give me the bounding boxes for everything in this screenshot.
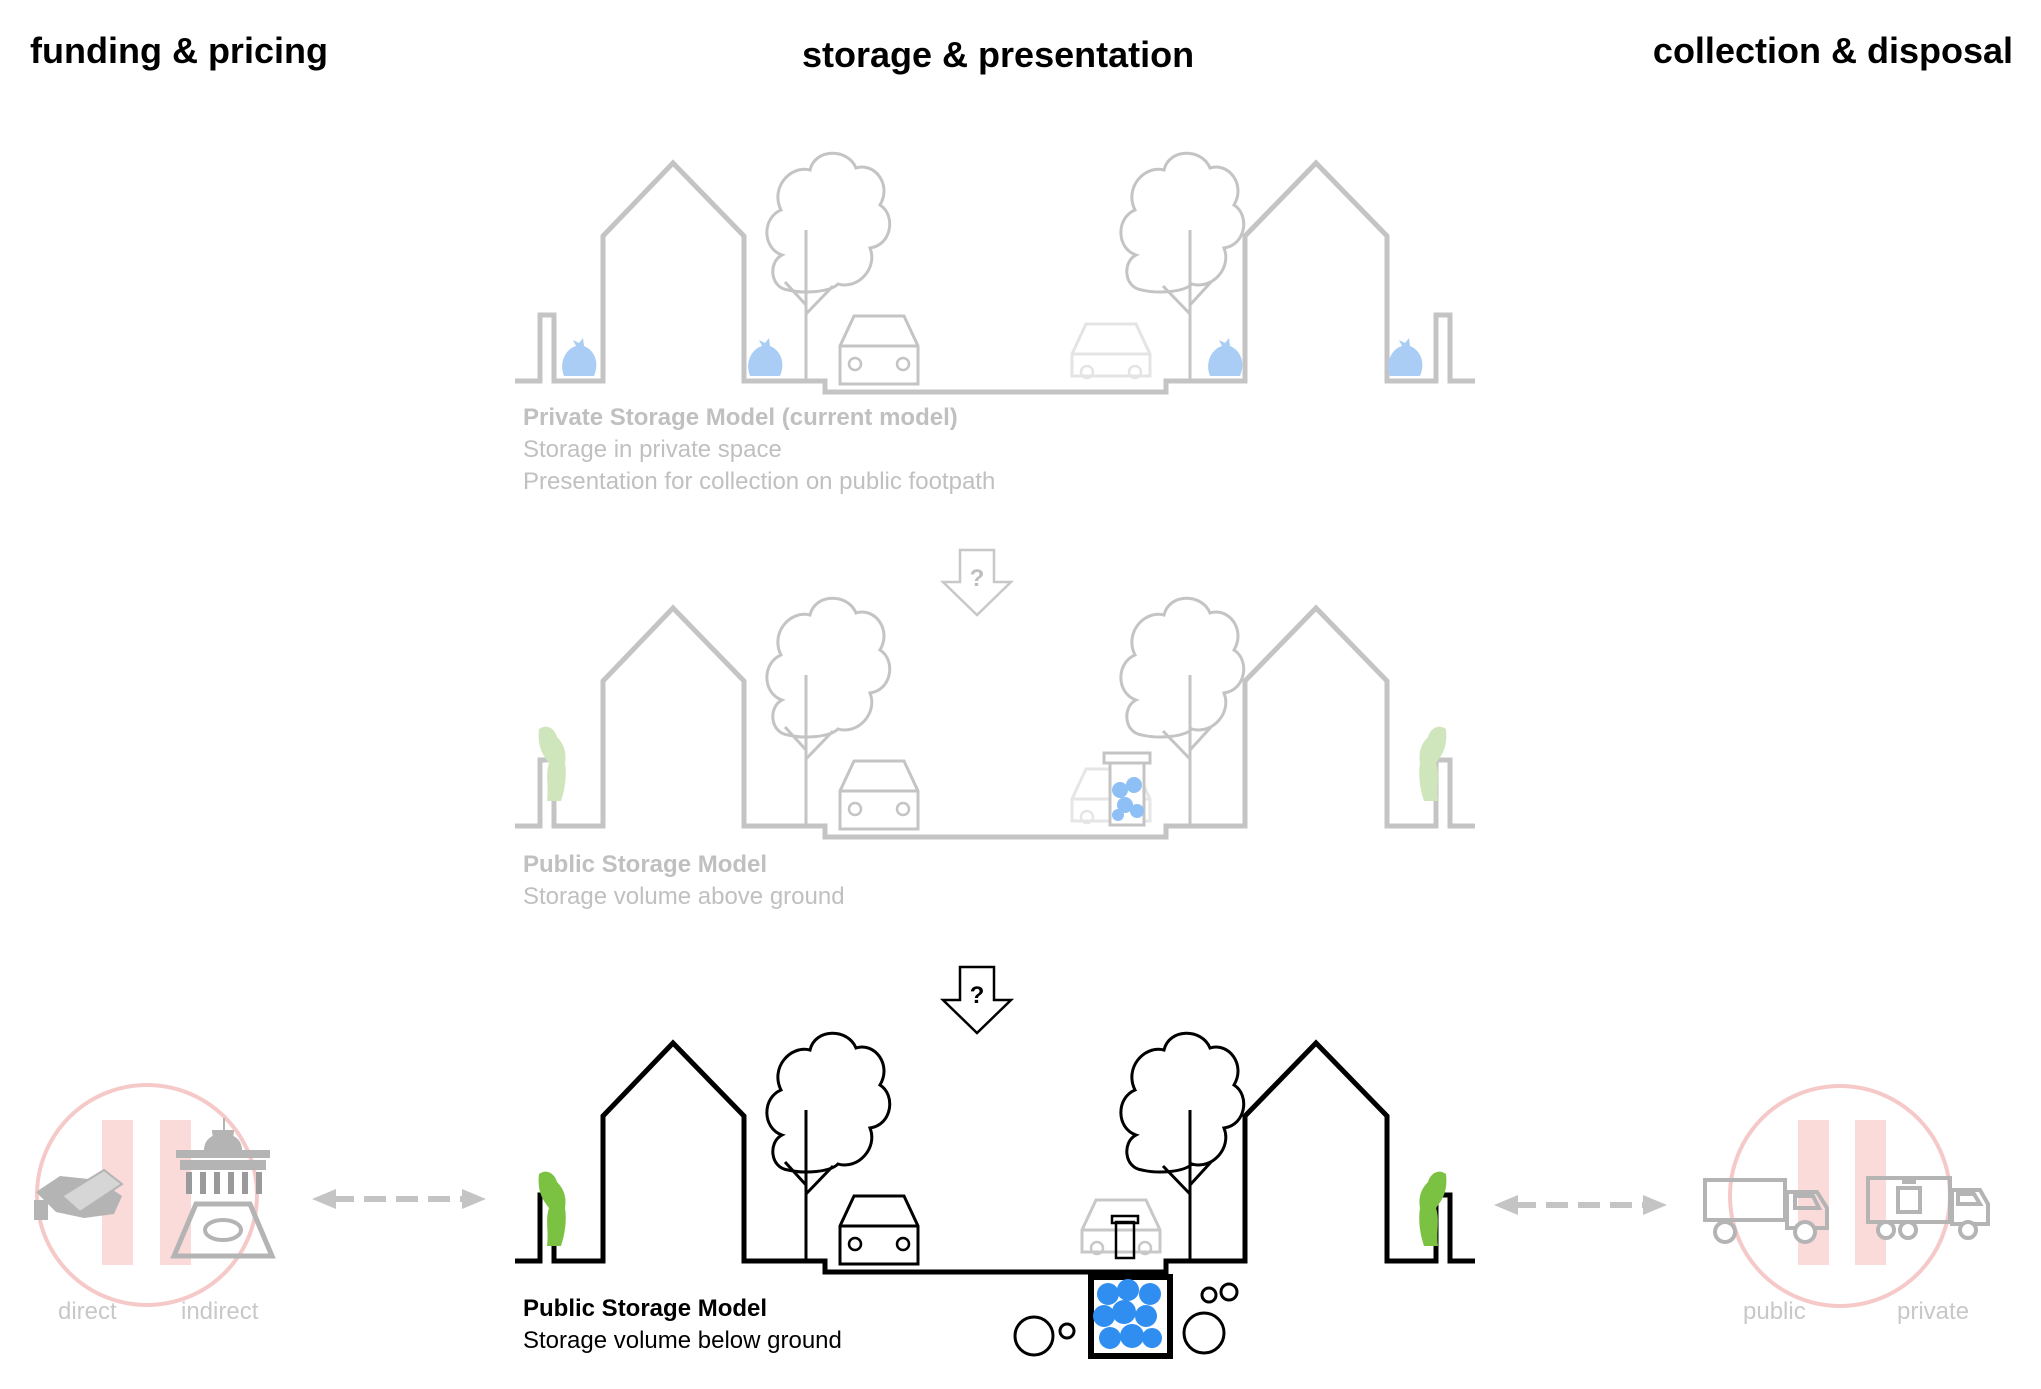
waste-bag-icon	[562, 338, 1423, 376]
storage-presentation-heading: storage & presentation	[802, 34, 1195, 75]
underground-container-icon	[1013, 1214, 1239, 1359]
collection-link-arrow	[1494, 1195, 1667, 1215]
collection-disposal-symbol	[1703, 1084, 1990, 1308]
caption-line: Presentation for collection on public fo…	[523, 468, 996, 495]
caption-title: Public Storage Model	[523, 1295, 768, 1322]
capitol-building-icon	[170, 1118, 276, 1259]
person-disposing-icon	[538, 726, 1447, 801]
transition-arrow-1: ?	[939, 548, 1015, 617]
transition-arrow-2: ?	[939, 965, 1015, 1035]
question-mark: ?	[970, 982, 985, 1009]
question-mark: ?	[970, 565, 985, 592]
above-ground-bin-icon	[1102, 751, 1152, 827]
funding-indirect-label: indirect	[181, 1298, 259, 1325]
private-storage-section	[515, 153, 1475, 392]
caption-title: Private Storage Model (current model)	[523, 404, 958, 431]
collection-disposal-heading: collection & disposal	[1652, 30, 2013, 71]
caption-line: Storage volume above ground	[523, 883, 845, 910]
funding-pricing-symbol	[34, 1083, 276, 1307]
collection-public-label: public	[1743, 1298, 1806, 1325]
public-below-ground-section	[515, 1033, 1475, 1359]
public-above-ground-caption: Public Storage Model Storage volume abov…	[523, 849, 845, 913]
caption-line: Storage in private space	[523, 436, 782, 463]
funding-pricing-heading: funding & pricing	[30, 30, 328, 71]
funding-direct-label: direct	[58, 1298, 117, 1325]
person-disposing-icon	[538, 1171, 1447, 1246]
caption-line: Storage volume below ground	[523, 1327, 842, 1354]
collection-private-label: private	[1897, 1298, 1970, 1325]
funding-link-arrow	[312, 1189, 486, 1209]
caption-title: Public Storage Model	[523, 851, 768, 878]
private-storage-caption: Private Storage Model (current model) St…	[523, 402, 995, 498]
public-below-ground-caption: Public Storage Model Storage volume belo…	[523, 1293, 842, 1357]
handshake-money-icon	[34, 1168, 124, 1220]
public-above-ground-section	[515, 598, 1475, 837]
